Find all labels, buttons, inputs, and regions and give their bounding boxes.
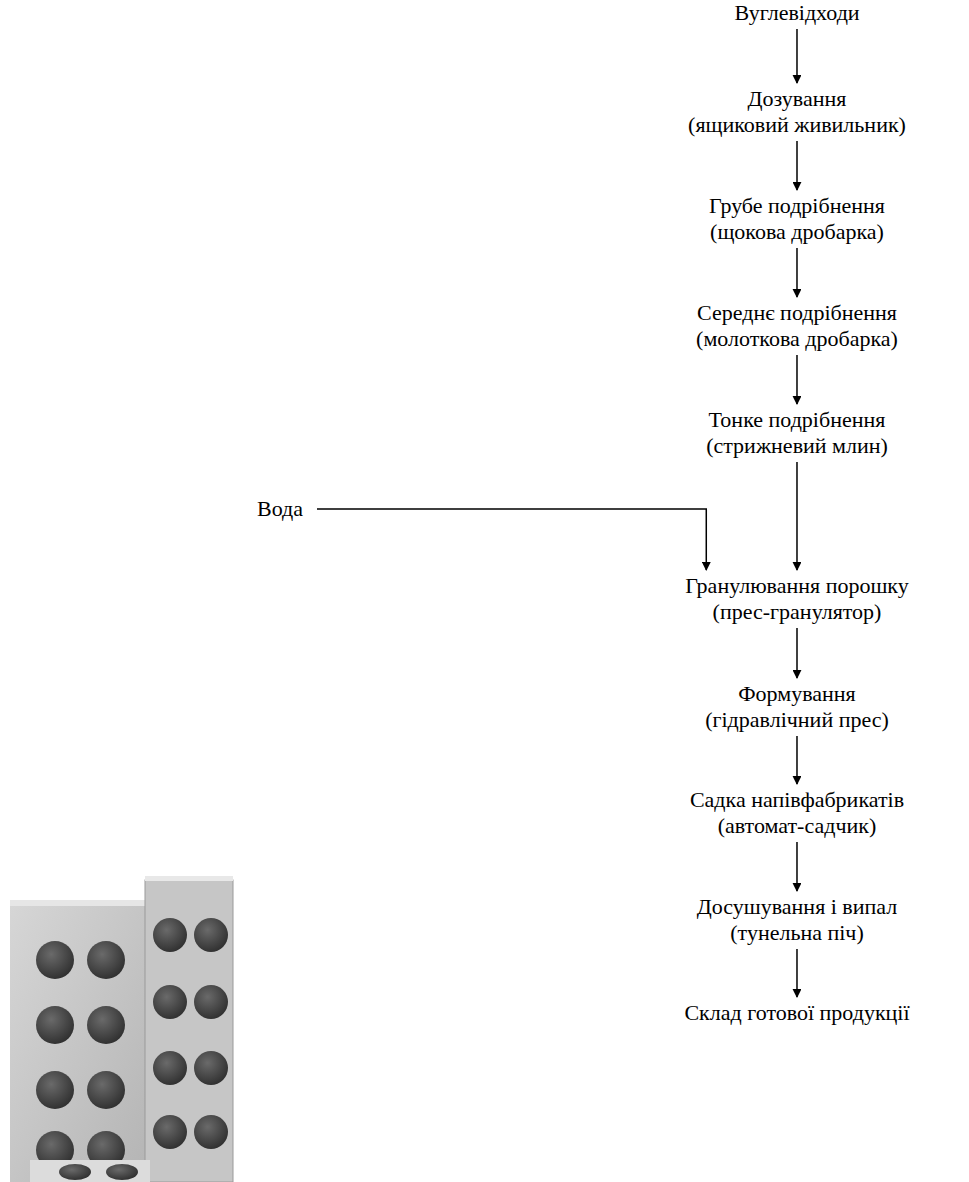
step-text: Вуглевідходи: [734, 0, 859, 26]
step-text: (стрижневий млин): [706, 433, 888, 459]
step-text: (молоткова дробарка): [696, 326, 898, 352]
flow-arrow: [796, 842, 798, 891]
process-step: Дозування(ящиковий живильник): [684, 86, 910, 138]
step-text: (тунельна піч): [697, 920, 897, 946]
step-text: (прес-гранулятор): [685, 599, 908, 625]
brick-face: [30, 1160, 150, 1182]
step-text: Формування: [705, 681, 889, 707]
flow-arrow: [317, 509, 706, 570]
step-text: Гранулювання порошку: [685, 573, 908, 599]
process-step: Вуглевідходи: [730, 0, 863, 26]
flow-arrow: [796, 949, 798, 997]
flow-arrow: [796, 29, 798, 83]
process-step: Досушування і випал(тунельна піч): [693, 894, 901, 946]
flow-arrow: [796, 462, 798, 570]
step-text: Досушування і випал: [697, 894, 897, 920]
process-step: Грубе подрібнення(щокова дробарка): [705, 193, 889, 245]
flow-arrow: [796, 248, 798, 297]
step-text: (гідравлічний прес): [705, 707, 889, 733]
step-text: Тонке подрібнення: [706, 407, 888, 433]
brick-holes: [59, 1164, 138, 1180]
step-text: (щокова дробарка): [709, 219, 885, 245]
step-text: (автомат-садчик): [690, 813, 904, 839]
step-text: (ящиковий живильник): [688, 112, 906, 138]
brick-holes: [153, 918, 228, 1149]
step-text: Садка напівфабрикатів: [690, 787, 904, 813]
brick-holes: [36, 941, 125, 1169]
process-step: Склад готової продукції: [680, 1000, 913, 1026]
process-step: Формування(гідравлічний прес): [701, 681, 893, 733]
step-text: Вода: [257, 496, 303, 522]
flow-arrow: [796, 355, 798, 404]
brick-top: [10, 900, 148, 906]
process-step: Садка напівфабрикатів(автомат-садчик): [686, 787, 908, 839]
brick-face: [10, 905, 148, 1182]
process-step: Середнє подрібнення(молоткова дробарка): [692, 300, 902, 352]
flow-arrow: [796, 628, 798, 678]
process-step: Гранулювання порошку(прес-гранулятор): [681, 573, 912, 625]
brick-face: [145, 880, 233, 1182]
step-text: Середнє подрібнення: [696, 300, 898, 326]
step-text: Грубе подрібнення: [709, 193, 885, 219]
step-text: Дозування: [688, 86, 906, 112]
flow-arrow: [796, 141, 798, 190]
flow-arrow: [796, 736, 798, 784]
process-step: Вода: [253, 496, 307, 522]
process-step: Тонке подрібнення(стрижневий млин): [702, 407, 892, 459]
brick-top: [145, 876, 233, 881]
step-text: Склад готової продукції: [684, 1000, 909, 1026]
